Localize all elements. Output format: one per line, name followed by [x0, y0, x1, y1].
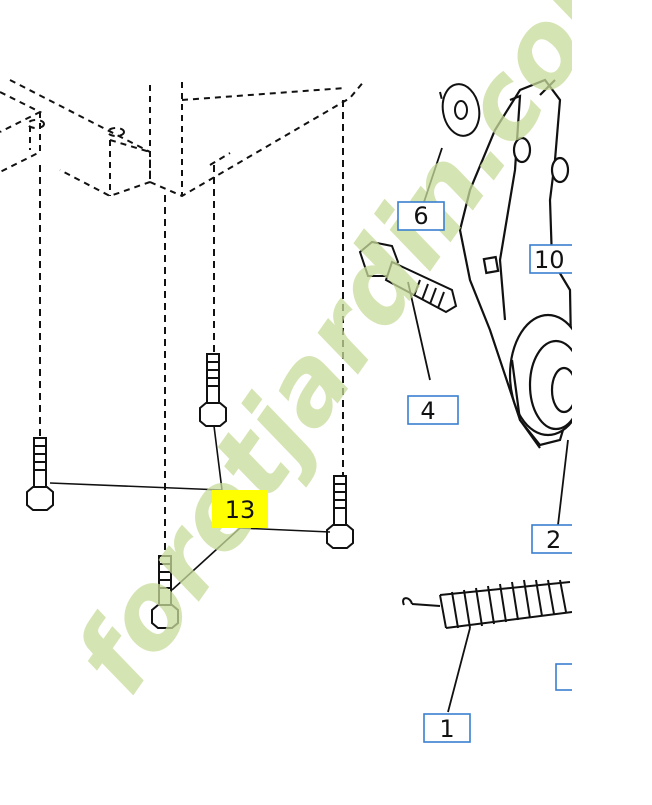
- callout-6[interactable]: 6: [397, 201, 445, 231]
- callout-10-label: 10: [534, 246, 565, 274]
- bolt-13-upper: [199, 353, 227, 427]
- bolt-4: [358, 240, 458, 314]
- callout-13[interactable]: 13: [212, 490, 268, 528]
- guide-lines-dashed: [39, 91, 443, 555]
- callout-10[interactable]: 10: [529, 244, 575, 274]
- bolt-13-left: [26, 437, 54, 511]
- frame-block-dashed: [0, 79, 366, 198]
- callout-2-label: 2: [546, 526, 561, 554]
- callout-13-label: 13: [225, 496, 256, 524]
- bolt-13-right: [326, 475, 354, 549]
- leader-lines-13: [49, 425, 331, 591]
- bolt-13-lower: [151, 555, 179, 629]
- callout-1[interactable]: 1: [423, 713, 471, 743]
- callout-2[interactable]: 2: [531, 524, 577, 554]
- right-margin: [572, 0, 652, 800]
- callout-6-label: 6: [413, 202, 428, 230]
- pulley: [508, 313, 588, 449]
- washer-6: [441, 83, 481, 137]
- spring-1: [402, 579, 573, 629]
- callout-4[interactable]: 4: [407, 395, 459, 425]
- callout-4-label: 4: [420, 397, 435, 425]
- callout-1-label: 1: [439, 715, 454, 743]
- leader-lines-right: [407, 147, 569, 713]
